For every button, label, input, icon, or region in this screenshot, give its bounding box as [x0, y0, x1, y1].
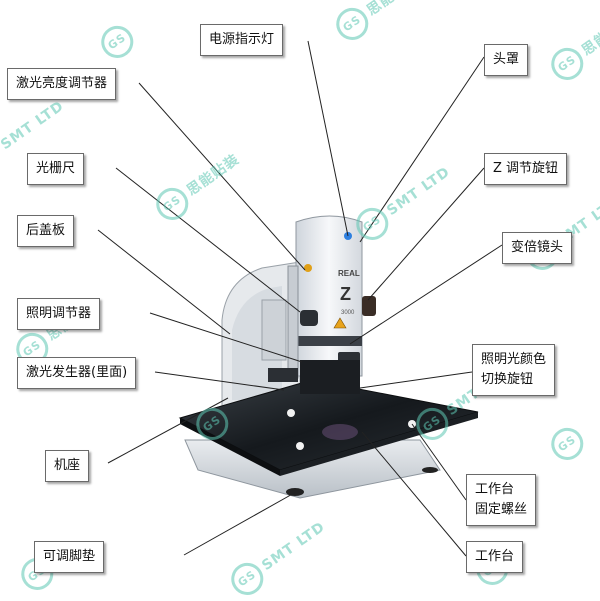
label-power-indicator: 电源指示灯: [200, 24, 284, 56]
label-light-color-line1: 照明光颜色: [481, 352, 547, 367]
leader-lines: [97, 40, 503, 557]
label-light-color-switch: 照明光颜色 切换旋钮: [472, 344, 556, 396]
table-screw: [296, 442, 304, 450]
label-head-cover: 头罩: [484, 44, 529, 76]
laser-brightness-knob: [304, 264, 312, 272]
label-table-screw-line1: 工作台: [475, 482, 515, 497]
label-worktable: 工作台: [466, 541, 524, 573]
label-back-cover: 后盖板: [17, 215, 75, 247]
label-table-screw: 工作台 固定螺丝: [466, 474, 537, 526]
grating-ruler: [287, 265, 299, 379]
label-base: 机座: [45, 450, 90, 482]
label-laser-brightness: 激光亮度调节器: [7, 68, 117, 100]
device-number: 3000: [341, 310, 355, 316]
table-screw: [287, 409, 295, 417]
laser-generator: [268, 368, 298, 382]
device-brand: REAL: [338, 269, 360, 278]
label-table-screw-line2: 固定螺丝: [475, 502, 528, 517]
measuring-head-column: REAL Z 3000: [295, 215, 363, 394]
z-adjust-knob: [362, 296, 376, 316]
label-light-color-line2: 切换旋钮: [481, 372, 534, 387]
device-model: Z: [340, 284, 351, 304]
lighting-knob: [300, 310, 318, 326]
label-laser-generator: 激光发生器(里面): [17, 357, 137, 389]
label-z-knob: Z 调节旋钮: [484, 153, 568, 185]
label-adjustable-foot: 可调脚垫: [34, 541, 105, 573]
label-grating-ruler: 光栅尺: [27, 153, 85, 185]
label-zoom-lens: 变倍镜头: [502, 232, 573, 264]
label-lighting-adjuster: 照明调节器: [17, 298, 101, 330]
